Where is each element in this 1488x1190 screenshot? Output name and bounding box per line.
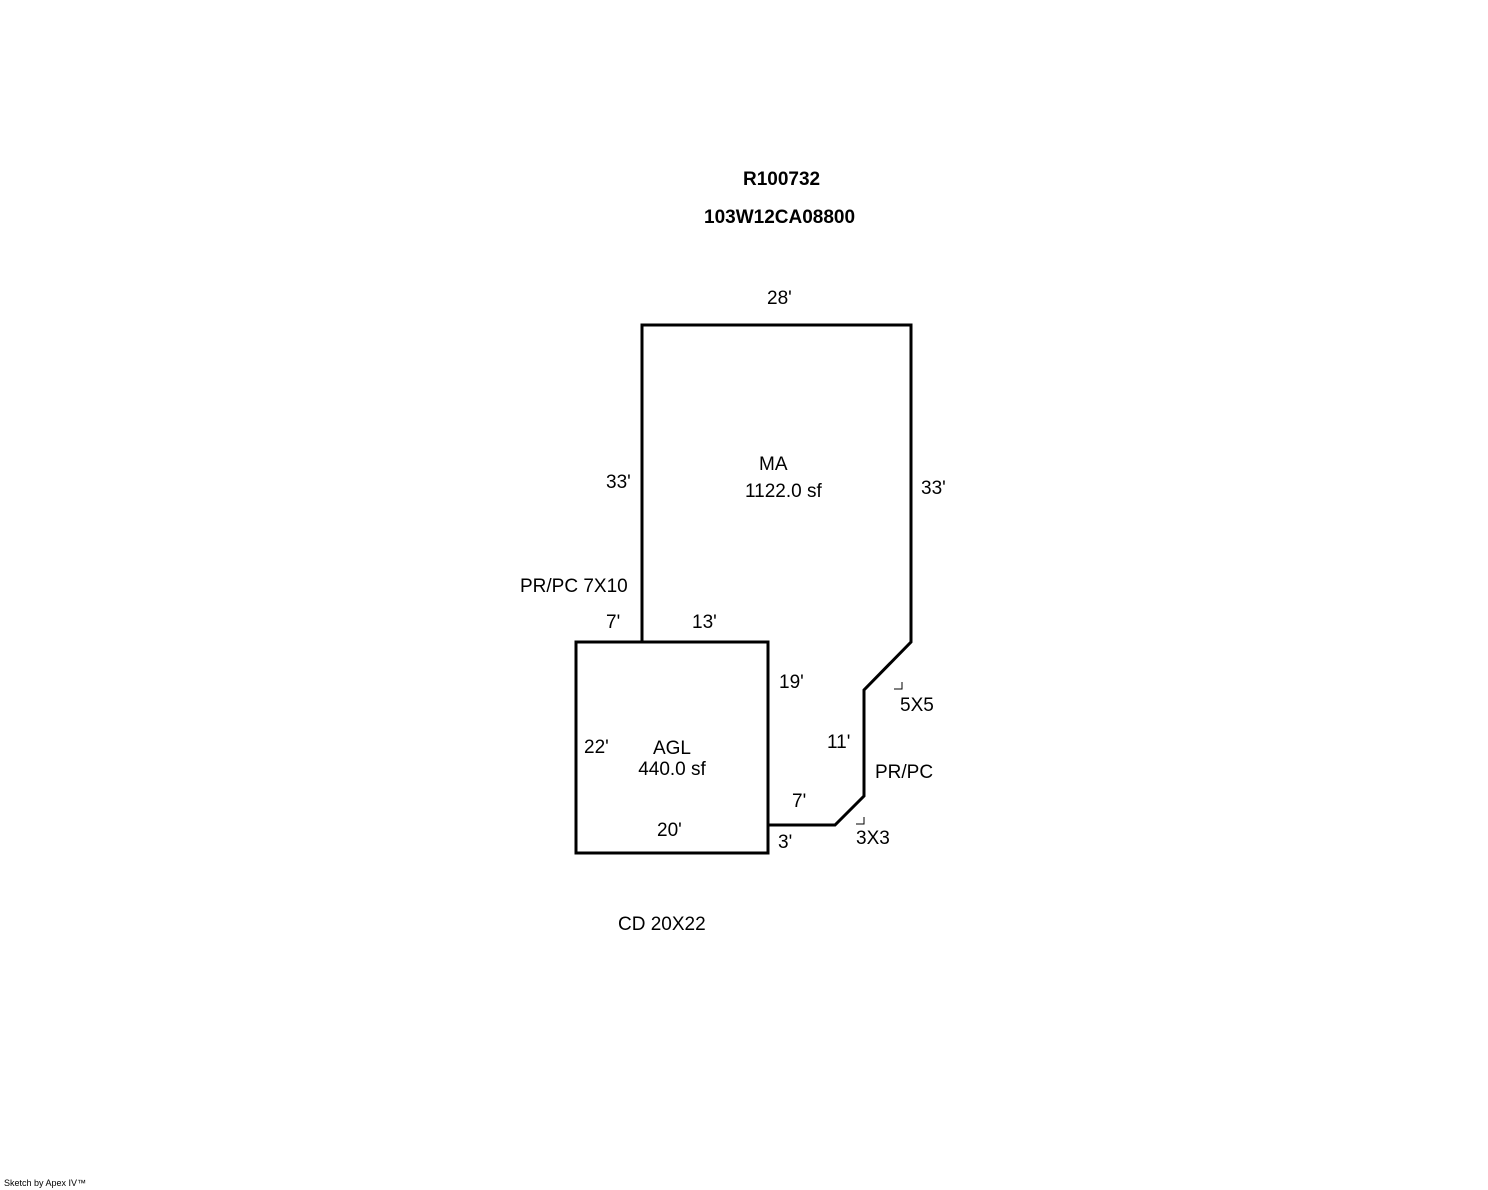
main-area-code: MA — [759, 454, 788, 475]
deck-label: CD 20X22 — [618, 914, 706, 935]
dimension-ma-top: 28' — [767, 288, 792, 309]
dimension-step-bottom: 7' — [792, 791, 807, 812]
sketch-credit: Sketch by Apex IV™ — [4, 1178, 87, 1188]
dimension-step-end: 3' — [778, 832, 793, 853]
corner-lower-label: 3X3 — [856, 828, 890, 849]
dimension-step-left: 11' — [827, 732, 851, 753]
corner-marker-upper — [894, 682, 903, 690]
dimension-agl-left: 22' — [584, 737, 609, 758]
dimension-ma-right: 33' — [921, 478, 946, 499]
garage-area-code: AGL — [652, 738, 692, 759]
garage-outline — [574, 640, 770, 855]
map-tax-lot-heading: 103W12CA08800 — [704, 207, 856, 228]
porch-left-label: PR/PC 7X10 — [520, 576, 628, 597]
main-area-outline — [640, 323, 913, 827]
dimension-ma-left: 33' — [606, 472, 631, 493]
dimension-agl-bottom: 20' — [657, 820, 682, 841]
main-area-size: 1122.0 sf — [745, 481, 822, 502]
porch-right-label: PR/PC — [875, 762, 934, 783]
corner-marker-lower — [856, 817, 865, 825]
account-id-heading: R100732 — [743, 169, 821, 190]
garage-area-size: 440.0 sf — [638, 759, 706, 780]
corner-upper-label: 5X5 — [900, 695, 934, 716]
dimension-porch-left-width: 7' — [606, 612, 621, 633]
dimension-step-right: 19' — [779, 672, 804, 693]
dimension-agl-top-right: 13' — [692, 612, 717, 633]
